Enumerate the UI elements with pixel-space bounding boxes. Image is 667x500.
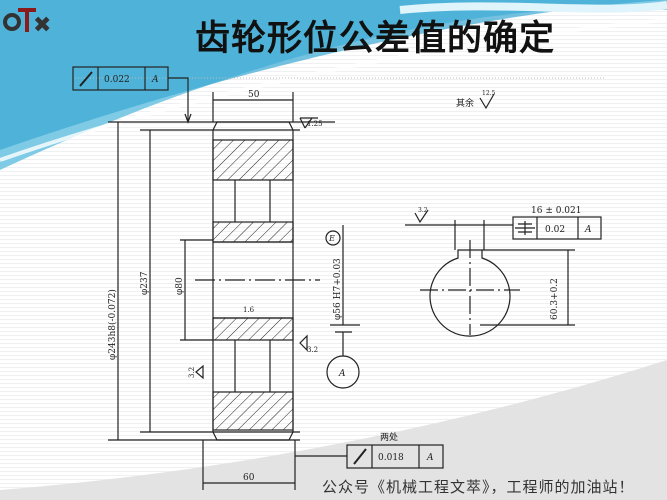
dim-keyway-depth: 60.3+0.2	[550, 278, 560, 320]
datum-a-label: A	[338, 369, 346, 379]
circular-runout-icon	[79, 71, 93, 87]
datum-a-circle	[326, 355, 360, 389]
svg-text:✖: ✖	[33, 13, 51, 38]
logo: ✖	[3, 8, 51, 38]
bottom-frame-value: 0.018	[378, 453, 404, 463]
dim-width-top: 50	[248, 90, 260, 100]
slide-title: 齿轮形位公差值的确定	[194, 19, 555, 59]
svg-text:3.2: 3.2	[188, 367, 196, 378]
symmetry-icon	[515, 221, 535, 235]
dim-hub: φ80	[175, 277, 185, 295]
bottom-banner	[0, 360, 667, 500]
runout-frame-bottom	[295, 444, 444, 469]
svg-text:3.2: 3.2	[307, 346, 318, 354]
svg-text:12.5: 12.5	[482, 90, 496, 97]
dim-od: φ243h8(-0.072)	[107, 289, 118, 360]
top-frame-value: 0.022	[104, 75, 130, 85]
footer-caption: 公众号《机械工程文萃》，工程师的加油站！	[322, 478, 635, 496]
dim-bore: φ56 H7+0.03	[333, 258, 343, 320]
key-frame-value: 0.02	[545, 225, 565, 235]
roughness-symbol	[479, 93, 495, 110]
key-width: 16 ± 0.021	[531, 206, 581, 216]
dim-pitch: φ237	[140, 271, 150, 295]
svg-text:3.2: 3.2	[418, 207, 428, 214]
symmetry-frame	[512, 216, 602, 240]
dim-width-bottom: 60	[243, 473, 255, 483]
svg-text:两处: 两处	[380, 431, 398, 443]
svg-text:A: A	[151, 75, 159, 85]
svg-text:1.6: 1.6	[243, 306, 255, 314]
svg-text:A: A	[426, 453, 434, 463]
svg-text:E: E	[328, 234, 335, 243]
runout-frame-top	[72, 66, 192, 124]
svg-text:其余: 其余	[456, 97, 474, 109]
svg-text:A: A	[584, 225, 592, 235]
svg-text:1.25: 1.25	[307, 120, 323, 128]
